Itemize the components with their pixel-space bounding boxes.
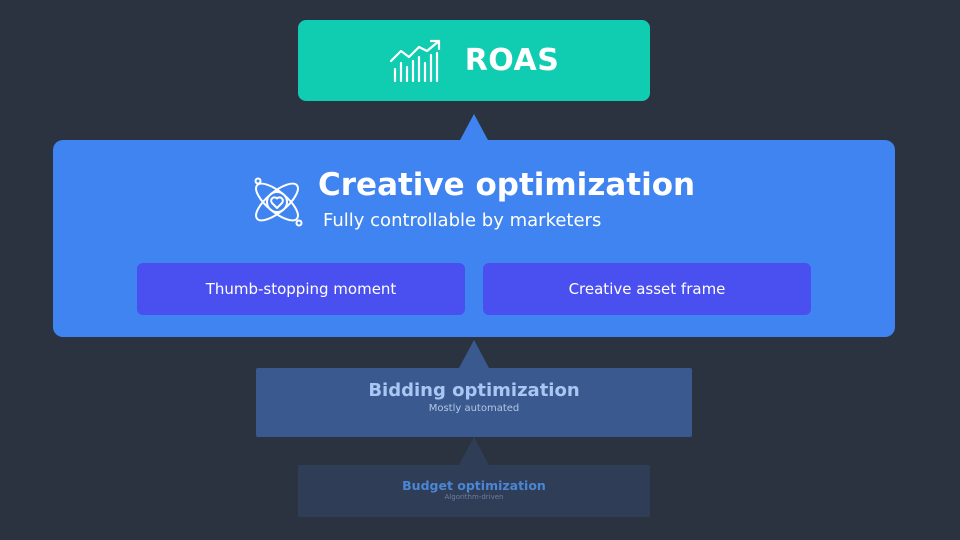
arrow-up-budget-to-bidding bbox=[459, 437, 489, 465]
creative-title: Creative optimization bbox=[318, 167, 696, 203]
atom-heart-icon bbox=[254, 177, 303, 227]
growth-chart-icon bbox=[389, 39, 440, 82]
chip-thumb-stopping-moment: Thumb-stopping moment bbox=[137, 263, 465, 315]
chip-creative-asset-frame: Creative asset frame bbox=[483, 263, 811, 315]
budget-optimization-box: Budget optimization Algorithm-driven bbox=[298, 465, 650, 517]
roas-title: ROAS bbox=[464, 43, 560, 78]
arrow-up-creative-to-roas bbox=[459, 114, 489, 142]
creative-optimization-box: Creative optimization Fully controllable… bbox=[53, 140, 895, 337]
bidding-subtitle: Mostly automated bbox=[428, 403, 520, 414]
roas-box: ROAS bbox=[298, 20, 650, 101]
bidding-title: Bidding optimization bbox=[368, 380, 580, 401]
chip-label: Creative asset frame bbox=[568, 280, 726, 298]
bidding-optimization-box: Bidding optimization Mostly automated bbox=[256, 368, 692, 437]
arrow-up-bidding-to-creative bbox=[459, 340, 489, 368]
budget-subtitle: Algorithm-driven bbox=[444, 493, 504, 501]
chip-label: Thumb-stopping moment bbox=[205, 280, 397, 298]
creative-subtitle: Fully controllable by marketers bbox=[323, 210, 602, 231]
budget-title: Budget optimization bbox=[402, 478, 546, 493]
